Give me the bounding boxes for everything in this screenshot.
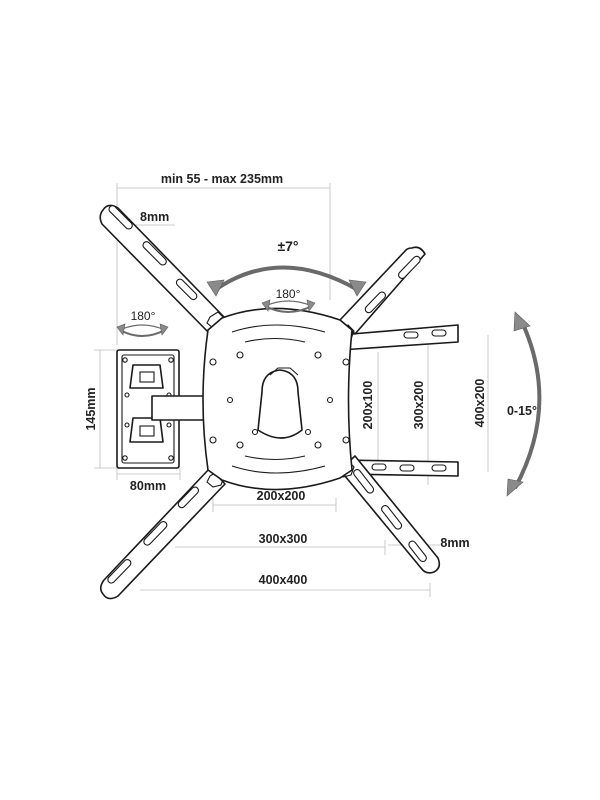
vesa-arm-bottom-left	[99, 467, 226, 600]
wall-plate-hinge-bottom	[129, 417, 164, 443]
vesa-400x400-label: 400x400	[259, 573, 308, 587]
wall-plate-height-label: 145mm	[84, 387, 98, 430]
vesa-200x100-label: 200x100	[361, 381, 375, 430]
plate-hole	[342, 358, 350, 366]
screw-hole	[124, 392, 130, 398]
tilt-top-arc	[213, 265, 359, 292]
rail-slot	[431, 464, 447, 472]
center-plate-contour	[244, 455, 306, 461]
arrow-left-icon	[206, 279, 225, 297]
vesa-400x200-label: 400x200	[473, 379, 487, 428]
plate-hole	[209, 358, 217, 366]
vesa-arm-top-right	[336, 246, 426, 342]
arrow-right-icon	[306, 299, 316, 312]
tilt-top-label: ±7°	[277, 238, 298, 254]
arm-thickness-top-label: 8mm	[140, 210, 169, 224]
hinge-bottom-detail	[139, 425, 155, 437]
rail-slot	[403, 331, 419, 339]
arm-slot	[142, 241, 167, 266]
vesa-300x300-label: 300x300	[259, 532, 308, 546]
rail-slot	[431, 329, 447, 337]
vesa-arm-bottom-right	[336, 455, 441, 574]
tilt-side-arrow	[506, 311, 542, 497]
arm-slot	[177, 486, 200, 509]
center-plate-contour	[244, 337, 306, 343]
screw-hole	[168, 455, 174, 461]
plate-hole	[314, 351, 322, 359]
arm-slot	[143, 521, 168, 546]
center-plate-contour	[231, 324, 326, 333]
arrow-right-icon	[348, 279, 367, 297]
wall-plate-hinge-top	[129, 364, 164, 389]
plate-hole	[226, 396, 234, 404]
screw-hole	[122, 455, 128, 461]
arrow-left-icon	[261, 299, 271, 312]
arm-slot	[108, 205, 133, 230]
rail-slot	[399, 464, 415, 472]
hinge-top-detail	[139, 371, 155, 383]
plate-hole	[236, 351, 244, 359]
swivel-wall-arc-bottom	[119, 329, 166, 337]
arm-thickness-bottom-label: 8mm	[440, 536, 469, 550]
arrow-left-icon	[116, 323, 126, 336]
plate-hole	[326, 396, 334, 404]
arrow-down-icon	[506, 478, 524, 497]
swivel-center-label: 180°	[276, 287, 301, 301]
swivel-center-arc-top	[264, 300, 313, 307]
arm-slot	[107, 559, 132, 584]
vesa-200x200-label: 200x200	[257, 489, 306, 503]
dimension-lines	[94, 183, 489, 597]
vesa-300x200-label: 300x200	[412, 381, 426, 430]
swivel-center-arrow	[261, 299, 316, 313]
plate-hole	[209, 436, 217, 444]
center-plate	[202, 307, 353, 491]
arm-body	[99, 467, 226, 600]
cutout-latch	[269, 367, 299, 376]
arm-extension-label: min 55 - max 235mm	[161, 172, 283, 186]
swivel-wall-arrow	[116, 323, 169, 337]
arrow-up-icon	[513, 311, 531, 332]
plate-hole	[304, 428, 312, 436]
swivel-wall-label: 180°	[131, 309, 156, 323]
wall-plate-width-label: 80mm	[130, 479, 166, 493]
plate-hole	[314, 441, 322, 449]
side-profile-rails	[339, 324, 459, 477]
screw-hole	[122, 357, 128, 363]
tilt-side-arc	[513, 321, 542, 489]
arm-slot	[381, 504, 403, 530]
screw-hole	[166, 422, 172, 428]
center-plate-contour	[231, 465, 326, 474]
arm-slot	[175, 278, 198, 301]
arm-slot	[398, 255, 421, 279]
arm-slot	[353, 468, 375, 494]
plate-hole	[251, 428, 259, 436]
arm-slot	[408, 540, 427, 563]
swivel-wall-arc-top	[119, 324, 166, 331]
screw-hole	[168, 357, 174, 363]
center-cutout	[257, 369, 303, 439]
plate-hole	[342, 436, 350, 444]
vesa-arm-top-left	[99, 204, 226, 335]
tilt-side-label: 0-15°	[507, 404, 537, 418]
arm-slot	[364, 291, 387, 314]
tilt-top-arrow	[206, 265, 367, 297]
arrow-right-icon	[159, 323, 169, 336]
plate-hole	[236, 441, 244, 449]
screw-hole	[124, 422, 130, 428]
labels: min 55 - max 235mm 8mm ±7° 180° 180° 145…	[84, 172, 537, 587]
rail-slot	[371, 463, 387, 471]
